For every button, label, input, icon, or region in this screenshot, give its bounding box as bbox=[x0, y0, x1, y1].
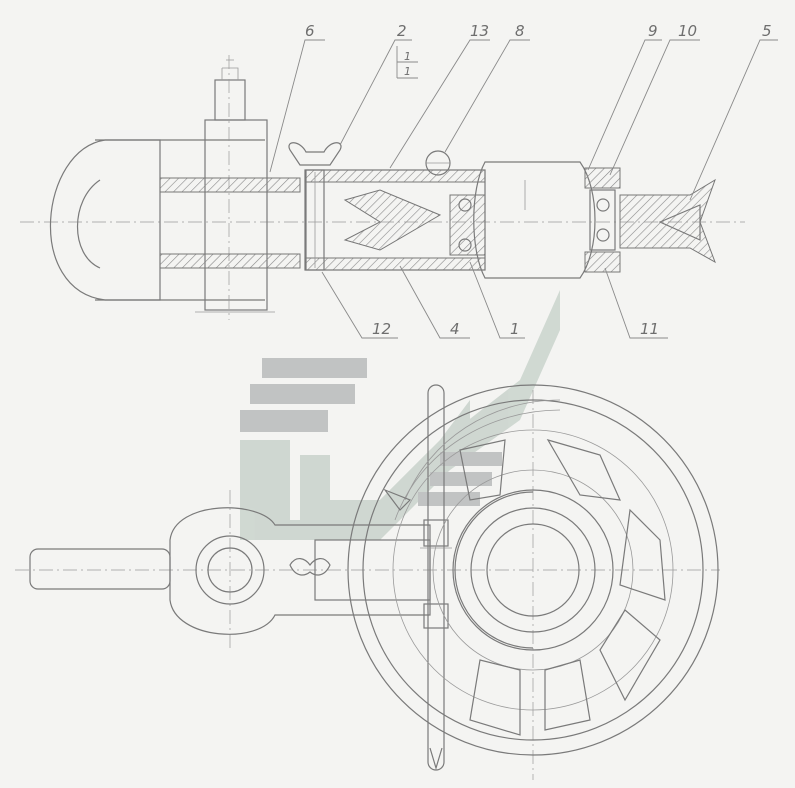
callouts: 6 2 1 1 13 8 9 10 5 bbox=[269, 22, 778, 339]
svg-text:12: 12 bbox=[372, 320, 391, 338]
callout-4: 4 bbox=[399, 265, 470, 339]
callout-11: 11 bbox=[604, 267, 668, 339]
callout-12: 12 bbox=[321, 271, 398, 339]
callout-10: 10 bbox=[609, 22, 700, 176]
callout-9: 9 bbox=[587, 22, 662, 171]
callout-13: 13 bbox=[389, 22, 490, 169]
svg-text:11: 11 bbox=[640, 320, 659, 338]
fit-symbol: 1 1 bbox=[396, 46, 418, 79]
svg-text:2: 2 bbox=[397, 22, 407, 40]
svg-text:6: 6 bbox=[305, 22, 315, 40]
svg-text:1: 1 bbox=[510, 320, 520, 338]
svg-text:1: 1 bbox=[404, 65, 411, 78]
callout-2: 2 bbox=[339, 22, 412, 146]
plan-view bbox=[15, 384, 720, 780]
callout-5: 5 bbox=[689, 22, 778, 201]
svg-text:10: 10 bbox=[678, 22, 697, 40]
svg-text:13: 13 bbox=[470, 22, 489, 40]
svg-text:5: 5 bbox=[762, 22, 772, 40]
section-view bbox=[20, 55, 745, 320]
watermark-logo bbox=[240, 290, 560, 540]
disk-windows bbox=[459, 439, 666, 736]
svg-text:9: 9 bbox=[648, 22, 658, 40]
callout-8: 8 bbox=[444, 22, 530, 153]
svg-text:1: 1 bbox=[404, 50, 411, 63]
svg-text:8: 8 bbox=[515, 22, 525, 40]
callout-1: 1 bbox=[469, 261, 525, 339]
svg-text:4: 4 bbox=[450, 320, 460, 338]
callout-6: 6 bbox=[269, 22, 325, 173]
